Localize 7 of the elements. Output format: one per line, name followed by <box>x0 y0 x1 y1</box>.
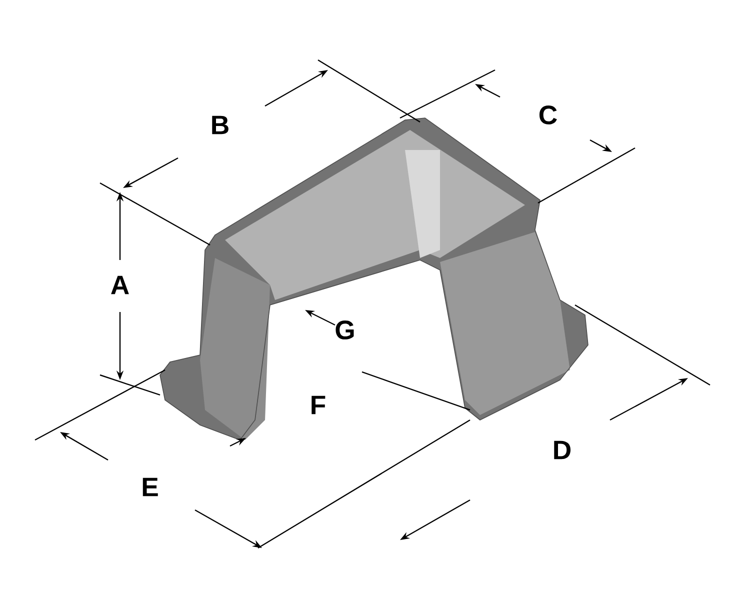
dimension-label: E <box>142 478 158 496</box>
dimension-label: F <box>312 396 326 414</box>
dimension-label: C <box>539 106 557 124</box>
dimension-label: B <box>212 116 228 134</box>
dimension-label: G <box>336 320 354 340</box>
dimension-label: D <box>554 440 570 460</box>
dimension-label: A <box>111 276 129 294</box>
